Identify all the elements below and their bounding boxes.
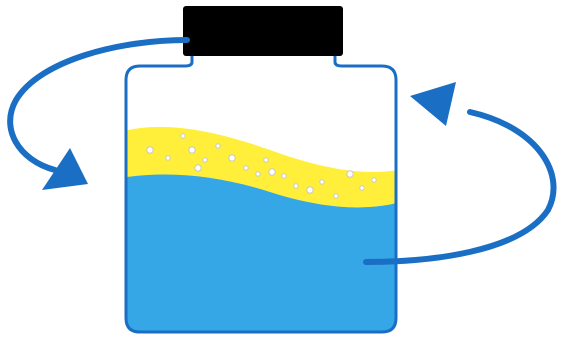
droplet <box>294 184 298 188</box>
droplet <box>147 147 153 153</box>
droplet <box>307 187 313 193</box>
droplet <box>372 178 376 182</box>
droplet <box>229 155 235 161</box>
droplet <box>189 147 195 153</box>
droplet <box>244 166 248 170</box>
droplet <box>269 169 275 175</box>
droplet <box>166 156 170 160</box>
droplet <box>181 134 185 138</box>
droplet <box>264 158 268 162</box>
droplet <box>282 174 286 178</box>
droplet <box>203 158 207 162</box>
droplet <box>347 171 353 177</box>
jar-contents <box>120 127 400 340</box>
jar-cap <box>183 6 343 56</box>
droplet <box>216 144 220 148</box>
droplet <box>334 194 338 198</box>
droplet <box>195 165 201 171</box>
droplet <box>256 172 260 176</box>
rotation-arrow-right-head <box>410 82 456 126</box>
droplet <box>360 186 364 190</box>
droplet <box>320 180 324 184</box>
